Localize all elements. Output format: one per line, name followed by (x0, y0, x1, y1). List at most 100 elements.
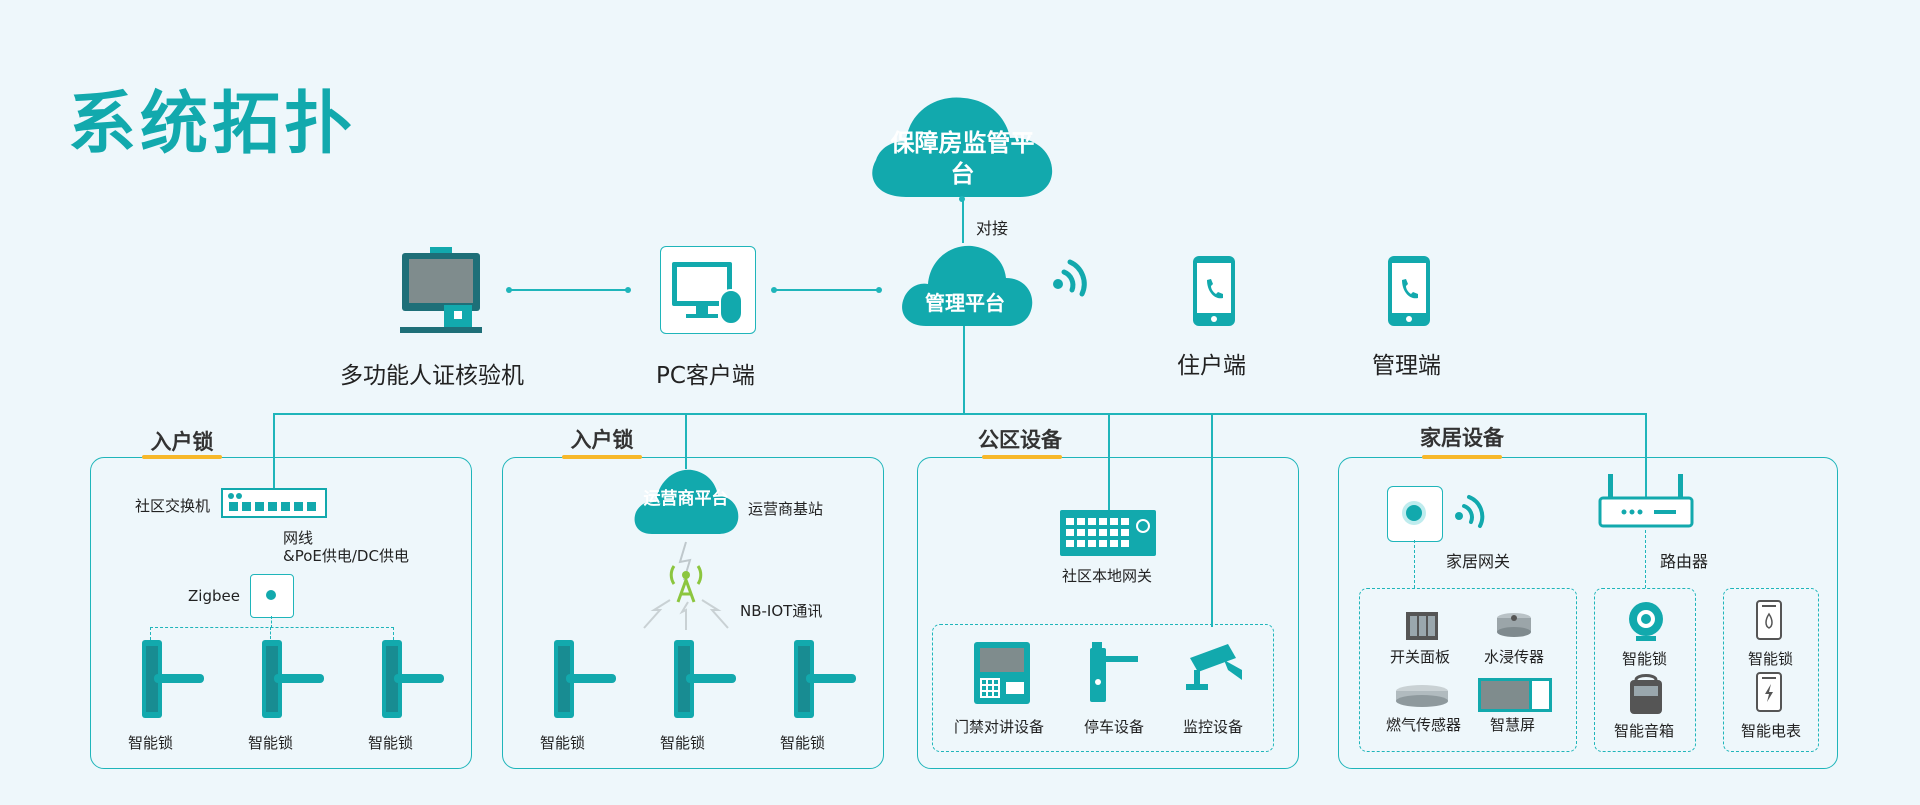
supervision-cloud-label: 保障房监管平台 (890, 129, 1035, 188)
public-section-title: 公区设备 (970, 424, 1070, 454)
lock-section-1-title: 入户锁 (142, 426, 222, 456)
lock-label: 智能锁 (540, 734, 586, 752)
smart-lock-icon (674, 640, 736, 718)
switch-panel-icon (1406, 612, 1438, 640)
smart-lock-icon (794, 640, 856, 718)
drop-line-carrier (685, 413, 687, 469)
drop-line-gateway (1108, 413, 1110, 513)
section-underline (562, 455, 642, 459)
section-underline (142, 455, 222, 459)
lock-label: 智能锁 (660, 734, 706, 752)
smart-screen-icon (1478, 678, 1552, 712)
lock-label: 智能锁 (368, 734, 414, 752)
carrier-cloud-label: 运营商平台 (643, 489, 729, 509)
home-device-label: 智能锁 (1622, 650, 1668, 668)
page-title: 系统拓扑 (68, 85, 357, 164)
link-dot (625, 287, 631, 293)
home-device-label: 智能音箱 (1614, 722, 1675, 740)
lock-label: 智能锁 (128, 734, 174, 752)
link-terminal-pc (508, 289, 628, 291)
home-device-label: 燃气传感器 (1386, 716, 1462, 734)
cable-label-2: &PoE供电/DC供电 (283, 547, 409, 565)
connect-label: 对接 (976, 219, 1009, 238)
switch-label: 社区交换机 (135, 497, 211, 515)
parking-barrier-icon (1090, 642, 1138, 702)
cable-label-1: 网线 (283, 529, 314, 547)
link-dot (771, 287, 777, 293)
smart-meter-icon (1756, 672, 1782, 712)
router-icon (1598, 474, 1694, 528)
terminal-label: 多功能人证核验机 (340, 363, 524, 389)
smart-camera-icon (1629, 602, 1663, 641)
lock-label: 智能锁 (780, 734, 826, 752)
surveillance-camera-icon (1186, 644, 1242, 690)
home-device-label: 开关面板 (1390, 648, 1451, 666)
water-sensor-icon (1497, 613, 1531, 637)
home-device-label: 智慧屏 (1490, 716, 1536, 734)
resident-label: 住户端 (1177, 353, 1246, 379)
lock-section-2-title: 入户锁 (562, 424, 642, 454)
base-station-label: 运营商基站 (748, 500, 824, 518)
home-devices-group-1 (1359, 588, 1577, 752)
connect-line (962, 199, 964, 243)
resident-phone-icon (1193, 256, 1235, 326)
home-device-label: 智能锁 (1748, 650, 1794, 668)
home-gateway-led (1406, 505, 1422, 521)
drop-line-monitor (1211, 413, 1213, 627)
supervision-cloud-icon (872, 97, 1053, 197)
public-device-label: 停车设备 (1084, 718, 1145, 736)
public-devices-group (932, 624, 1274, 752)
bus-line (273, 413, 1646, 415)
section-underline (1422, 455, 1502, 459)
network-switch-icon (221, 488, 327, 518)
router-link (1645, 530, 1647, 588)
admin-phone-icon (1388, 256, 1430, 326)
trunk-line (963, 326, 965, 414)
gas-sensor-icon (1396, 685, 1448, 707)
zigbee-fanout (150, 627, 394, 640)
community-gateway-icon (1060, 510, 1156, 556)
nbiot-antenna-icon (643, 541, 729, 630)
section-underline (982, 455, 1062, 459)
zigbee-hub-led (266, 590, 276, 600)
home-device-label: 水浸传器 (1484, 648, 1545, 666)
wifi-signal-icon (1053, 259, 1087, 297)
smart-lock-icon (554, 640, 616, 718)
smart-lock-icon (142, 640, 204, 718)
zigbee-label: Zigbee (188, 587, 240, 605)
lock-section-2 (502, 457, 884, 769)
lock-label: 智能锁 (248, 734, 294, 752)
zigbee-link (271, 616, 274, 628)
drop-line-router (1645, 413, 1647, 525)
community-gateway-label: 社区本地网关 (1062, 567, 1153, 585)
home-section-title: 家居设备 (1410, 422, 1514, 452)
home-devices-group-3 (1723, 588, 1819, 752)
router-label: 路由器 (1660, 552, 1709, 571)
management-cloud-label: 管理平台 (925, 291, 1005, 315)
zigbee-fanout-mid (270, 627, 272, 639)
carrier-cloud-icon (634, 469, 739, 534)
wifi-signal-icon (1455, 495, 1485, 528)
link-dot (876, 287, 882, 293)
home-gateway-label: 家居网关 (1446, 552, 1511, 571)
lock-section-1 (90, 457, 472, 769)
link-pc-management (773, 289, 879, 291)
smart-speaker-icon (1630, 674, 1662, 714)
public-device-label: 监控设备 (1183, 718, 1244, 736)
smart-lock-small-icon (1756, 600, 1782, 640)
public-device-label: 门禁对讲设备 (954, 718, 1045, 736)
admin-label: 管理端 (1372, 353, 1441, 379)
connect-dot (959, 196, 965, 202)
door-intercom-icon (974, 642, 1030, 704)
pc-client-label: PC客户端 (656, 363, 755, 389)
management-cloud-icon (902, 245, 1033, 326)
desktop-computer-icon (672, 262, 743, 325)
home-devices-group-2 (1594, 588, 1696, 752)
nbiot-label: NB-IOT通讯 (740, 602, 823, 620)
public-section (917, 457, 1299, 769)
home-gateway-link (1414, 540, 1416, 588)
drop-line-switch (273, 413, 275, 503)
smart-lock-icon (262, 640, 324, 718)
id-verification-terminal-icon (400, 247, 482, 333)
home-section (1338, 457, 1838, 769)
